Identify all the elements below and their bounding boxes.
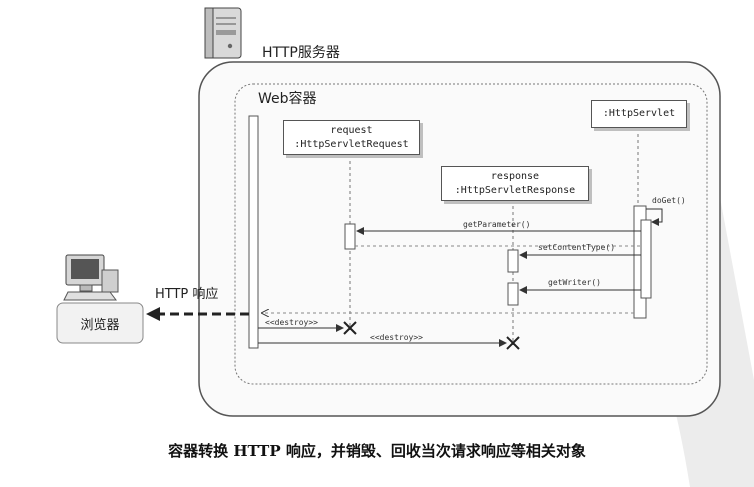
response-object: response :HttpServletResponse [441, 166, 589, 201]
setcontenttype-label: setContentType() [538, 243, 616, 252]
getwriter-label: getWriter() [548, 278, 601, 287]
getparameter-label: getParameter() [463, 220, 531, 229]
response-activation-1 [507, 249, 519, 273]
browser-box [56, 302, 144, 344]
doget-label: doGet() [652, 196, 686, 205]
request-activation [344, 223, 356, 250]
http-response-label: HTTP 响应 [155, 287, 219, 302]
computer-icon [63, 254, 119, 301]
response-object-name: response [490, 171, 540, 182]
container-lifeline-bar [248, 115, 259, 349]
server-icon [204, 7, 242, 59]
server-label: HTTP服务器 [262, 45, 340, 61]
response-destroy-mark [506, 336, 520, 350]
request-destroy-mark [343, 321, 357, 335]
request-object-name: request [330, 125, 373, 136]
container-label: Web容器 [258, 91, 317, 107]
figure-caption: 容器转换 HTTP 响应，并销毁、回收当次请求响应等相关对象 [168, 442, 586, 460]
servlet-object: :HttpServlet [591, 100, 687, 128]
servlet-activation-inner [640, 219, 652, 299]
request-object-type: :HttpServletRequest [294, 139, 409, 150]
request-object: request :HttpServletRequest [283, 120, 420, 155]
doget-self-arrow [646, 208, 663, 226]
destroy-request-label: <<destroy>> [265, 318, 318, 327]
destroy-response-label: <<destroy>> [370, 333, 423, 342]
browser-label: 浏览器 [80, 318, 120, 333]
http-response-arrowhead [146, 307, 160, 321]
web-container-box [234, 83, 708, 385]
response-object-type: :HttpServletResponse [454, 185, 576, 196]
response-activation-2 [507, 282, 519, 306]
